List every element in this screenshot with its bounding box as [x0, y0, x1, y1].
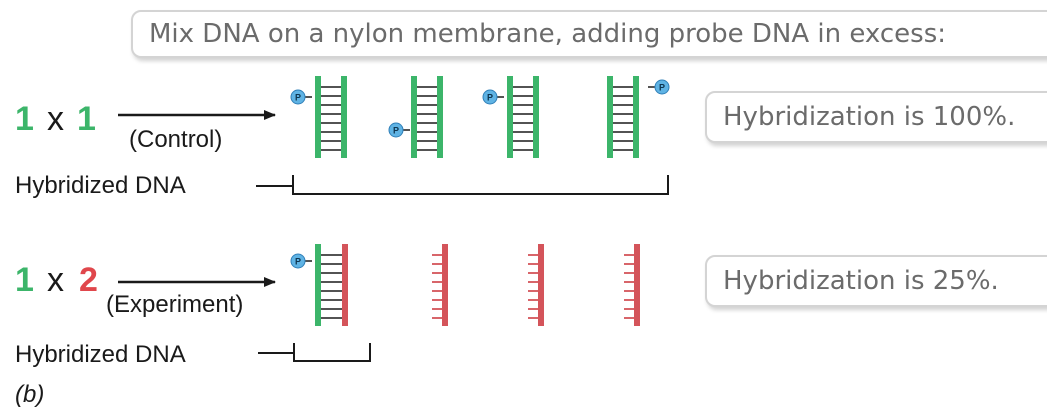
control-hybridized-bracket [256, 175, 669, 195]
mix-dna-text: Mix DNA on a nylon membrane, adding prob… [149, 19, 946, 49]
control-left-number: 1 [15, 100, 34, 138]
experiment-arrow-label: (Experiment) [106, 291, 243, 318]
control-hybridized-label: Hybridized DNA [15, 172, 186, 199]
experiment-red-strand-2 [528, 244, 544, 326]
svg-text:P: P [659, 83, 665, 93]
control-arrow-label: (Control) [129, 126, 222, 153]
control-right-number: 1 [77, 100, 96, 138]
experiment-right-number: 2 [79, 261, 98, 299]
experiment-left-number: 1 [15, 261, 34, 299]
experiment-hybridization-text: Hybridization is 25%. [723, 266, 999, 296]
experiment-cross-label: 1 x 2 [15, 261, 98, 299]
experiment-red-strand-3 [624, 244, 640, 326]
mix-dna-callout: Mix DNA on a nylon membrane, adding prob… [131, 10, 1047, 58]
control-times-sign: x [47, 100, 64, 138]
svg-text:P: P [393, 126, 399, 136]
phosphate-icon: P [648, 79, 670, 95]
phosphate-icon: P [290, 253, 312, 269]
experiment-hybridization-callout: Hybridization is 25%. [705, 255, 1047, 307]
svg-text:P: P [295, 93, 301, 103]
svg-text:P: P [487, 93, 493, 103]
control-duplex-4: P [607, 76, 670, 158]
svg-text:P: P [295, 257, 301, 267]
phosphate-icon: P [290, 89, 312, 105]
control-duplex-1: P [290, 76, 347, 158]
panel-label: (b) [15, 381, 44, 408]
control-hybridization-text: Hybridization is 100%. [723, 102, 1016, 132]
experiment-hybrid-duplex: P [290, 244, 348, 326]
control-duplex-3: P [482, 76, 539, 158]
experiment-duplexes: P [290, 244, 640, 326]
control-duplexes: P P P P [290, 76, 670, 158]
phosphate-icon: P [388, 122, 410, 138]
experiment-times-sign: x [47, 261, 64, 299]
experiment-hybridized-bracket [258, 343, 371, 362]
control-hybridization-callout: Hybridization is 100%. [705, 91, 1047, 143]
experiment-hybridized-label: Hybridized DNA [15, 341, 186, 368]
control-cross-label: 1 x 1 [15, 100, 96, 138]
control-duplex-2: P [388, 76, 443, 158]
phosphate-icon: P [482, 89, 504, 105]
experiment-red-strand-1 [432, 244, 448, 326]
